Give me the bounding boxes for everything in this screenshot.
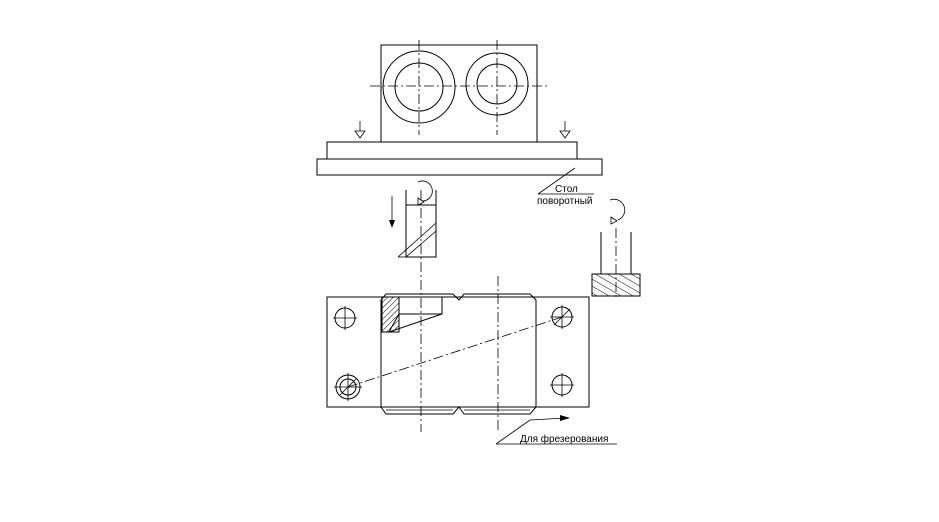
- side-cutter-body: [591, 273, 641, 297]
- side-rotation-arrow-icon: [609, 198, 626, 221]
- milling-arrow-head-icon: [560, 415, 570, 421]
- side-cutter: [591, 198, 641, 300]
- datum-symbol-left: [354, 121, 366, 139]
- diagonal-center-line: [347, 316, 563, 388]
- center-cutter: [389, 180, 437, 258]
- hole-top-left: [333, 306, 357, 330]
- datum-symbol-right: [559, 121, 571, 139]
- workpiece-plate: [326, 296, 590, 408]
- rotary-table-callout: Стол поворотный: [537, 167, 594, 207]
- feed-arrow-head-icon: [389, 220, 395, 228]
- fixture-base: [326, 141, 578, 160]
- rotary-table: [316, 158, 603, 176]
- fixture-top-view: [316, 40, 603, 176]
- fixture-body: [380, 44, 538, 143]
- milling-label: Для фрезерования: [520, 433, 608, 445]
- rotary-table-label-line2: поворотный: [537, 196, 593, 207]
- hole-bottom-right: [550, 373, 574, 397]
- left-bore-outer: [382, 50, 456, 124]
- center-rotation-arrow-icon: [417, 180, 433, 202]
- milling-direction-callout: Для фрезерования: [495, 415, 617, 445]
- milled-slot: [387, 297, 443, 333]
- workpiece-bottom-view: [326, 293, 590, 415]
- workpiece-center-block: [380, 293, 537, 415]
- rotary-table-label-line1: Стол: [555, 184, 578, 195]
- hatched-section: [381, 296, 400, 333]
